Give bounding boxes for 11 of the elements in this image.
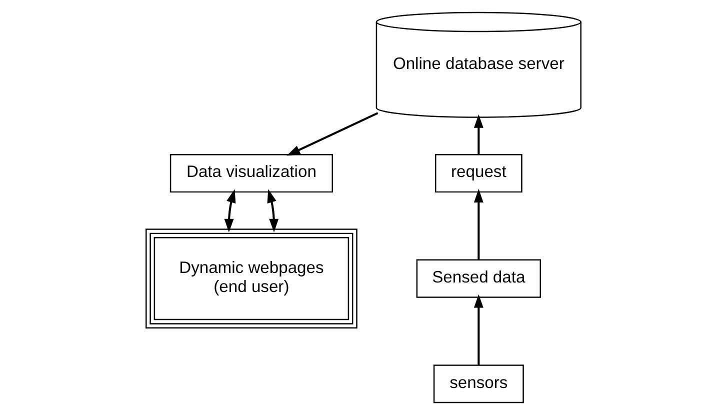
node-box: Data visualization bbox=[169, 154, 332, 193]
arrow bbox=[473, 188, 483, 260]
node-box: sensors bbox=[432, 364, 524, 404]
node-box: Sensed data bbox=[416, 259, 541, 298]
arrow bbox=[224, 189, 236, 232]
arrow bbox=[266, 189, 278, 232]
node-box: Dynamic webpages (end user) bbox=[145, 228, 357, 328]
arrow bbox=[473, 114, 483, 154]
node-box: request bbox=[434, 154, 522, 193]
arrow bbox=[286, 112, 378, 156]
arrow bbox=[473, 294, 483, 365]
